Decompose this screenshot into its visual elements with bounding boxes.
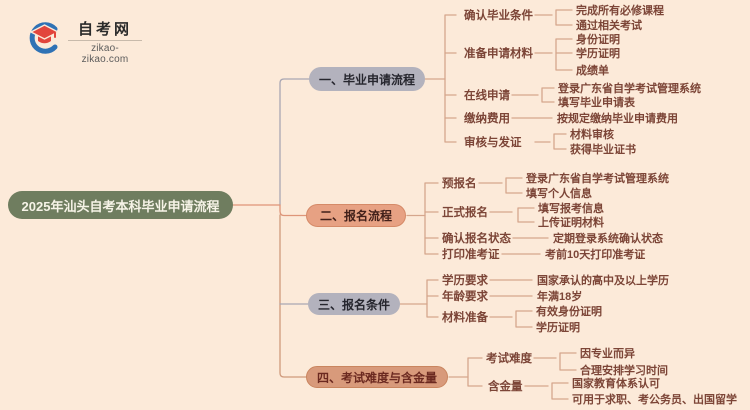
mindmap-sub-node: 考试难度 xyxy=(486,353,532,365)
mindmap-leaf-node: 按规定缴纳毕业申请费用 xyxy=(557,113,678,125)
logo-divider xyxy=(68,40,142,41)
mindmap-sub-node: 学历要求 xyxy=(442,275,488,287)
mindmap-leaf-node: 完成所有必修课程 xyxy=(576,5,664,17)
mindmap-leaf-node: 有效身份证明 xyxy=(536,306,602,318)
mindmap-leaf-node: 因专业而异 xyxy=(580,348,635,360)
mindmap-leaf-node: 上传证明材料 xyxy=(538,217,604,229)
mindmap-leaf-node: 材料审核 xyxy=(570,129,614,141)
mindmap-leaf-node: 考前10天打印准考证 xyxy=(545,249,646,261)
branch-node-difficulty-value: 四、考试难度与含金量 xyxy=(306,366,448,388)
mindmap-sub-node: 审核与发证 xyxy=(464,137,522,149)
mindmap-leaf-node: 定期登录系统确认状态 xyxy=(553,233,663,245)
mindmap-leaf-node: 可用于求职、考公务员、出国留学 xyxy=(572,394,737,406)
branch-node-registration-conditions: 三、报名条件 xyxy=(308,293,400,315)
mindmap-sub-node: 含金量 xyxy=(488,381,523,393)
mindmap-sub-node: 打印准考证 xyxy=(442,249,500,261)
site-url: zikao-zikao.com xyxy=(81,43,129,65)
mindmap-leaf-node: 通过相关考试 xyxy=(576,20,642,32)
mindmap-sub-node: 材料准备 xyxy=(442,312,488,324)
mindmap-leaf-node: 年满18岁 xyxy=(537,291,583,303)
branch-node-graduation-process: 一、毕业申请流程 xyxy=(309,67,425,91)
mindmap-sub-node: 在线申请 xyxy=(464,90,510,102)
mindmap-leaf-node: 国家教育体系认可 xyxy=(572,378,660,390)
mindmap-sub-node: 预报名 xyxy=(442,178,477,190)
mindmap-leaf-node: 学历证明 xyxy=(536,322,580,334)
mindmap-leaf-node: 成绩单 xyxy=(576,65,609,77)
graduation-cap-icon xyxy=(29,22,60,54)
mindmap-leaf-node: 身份证明 xyxy=(576,34,620,46)
mindmap-leaf-node: 填写报考信息 xyxy=(538,203,604,215)
mindmap-leaf-node: 学历证明 xyxy=(576,48,620,60)
mindmap-leaf-node: 合理安排学习时间 xyxy=(580,365,668,377)
mindmap-leaf-node: 登录广东省自学考试管理系统 xyxy=(526,173,669,185)
mindmap-leaf-node: 填写个人信息 xyxy=(526,188,592,200)
logo-text-block: 自考网 zikao-zikao.com xyxy=(68,22,142,65)
mindmap-sub-node: 确认报名状态 xyxy=(442,233,511,245)
root-node: 2025年汕头自考本科毕业申请流程 xyxy=(8,191,233,219)
mindmap-sub-node: 正式报名 xyxy=(442,207,488,219)
mindmap-leaf-node: 获得毕业证书 xyxy=(570,144,636,156)
site-logo: 自考网 zikao-zikao.com xyxy=(28,22,142,65)
mindmap-leaf-node: 国家承认的高中及以上学历 xyxy=(537,275,669,287)
site-name: 自考网 xyxy=(77,21,132,38)
mindmap-sub-node: 准备申请材料 xyxy=(464,48,533,60)
mindmap-leaf-node: 登录广东省自学考试管理系统 xyxy=(558,83,701,95)
mindmap-sub-node: 缴纳费用 xyxy=(464,113,510,125)
mindmap-sub-node: 年龄要求 xyxy=(442,291,488,303)
branch-node-registration-process: 二、报名流程 xyxy=(306,204,406,227)
mindmap-leaf-node: 填写毕业申请表 xyxy=(558,97,635,109)
mindmap-sub-node: 确认毕业条件 xyxy=(464,10,533,22)
